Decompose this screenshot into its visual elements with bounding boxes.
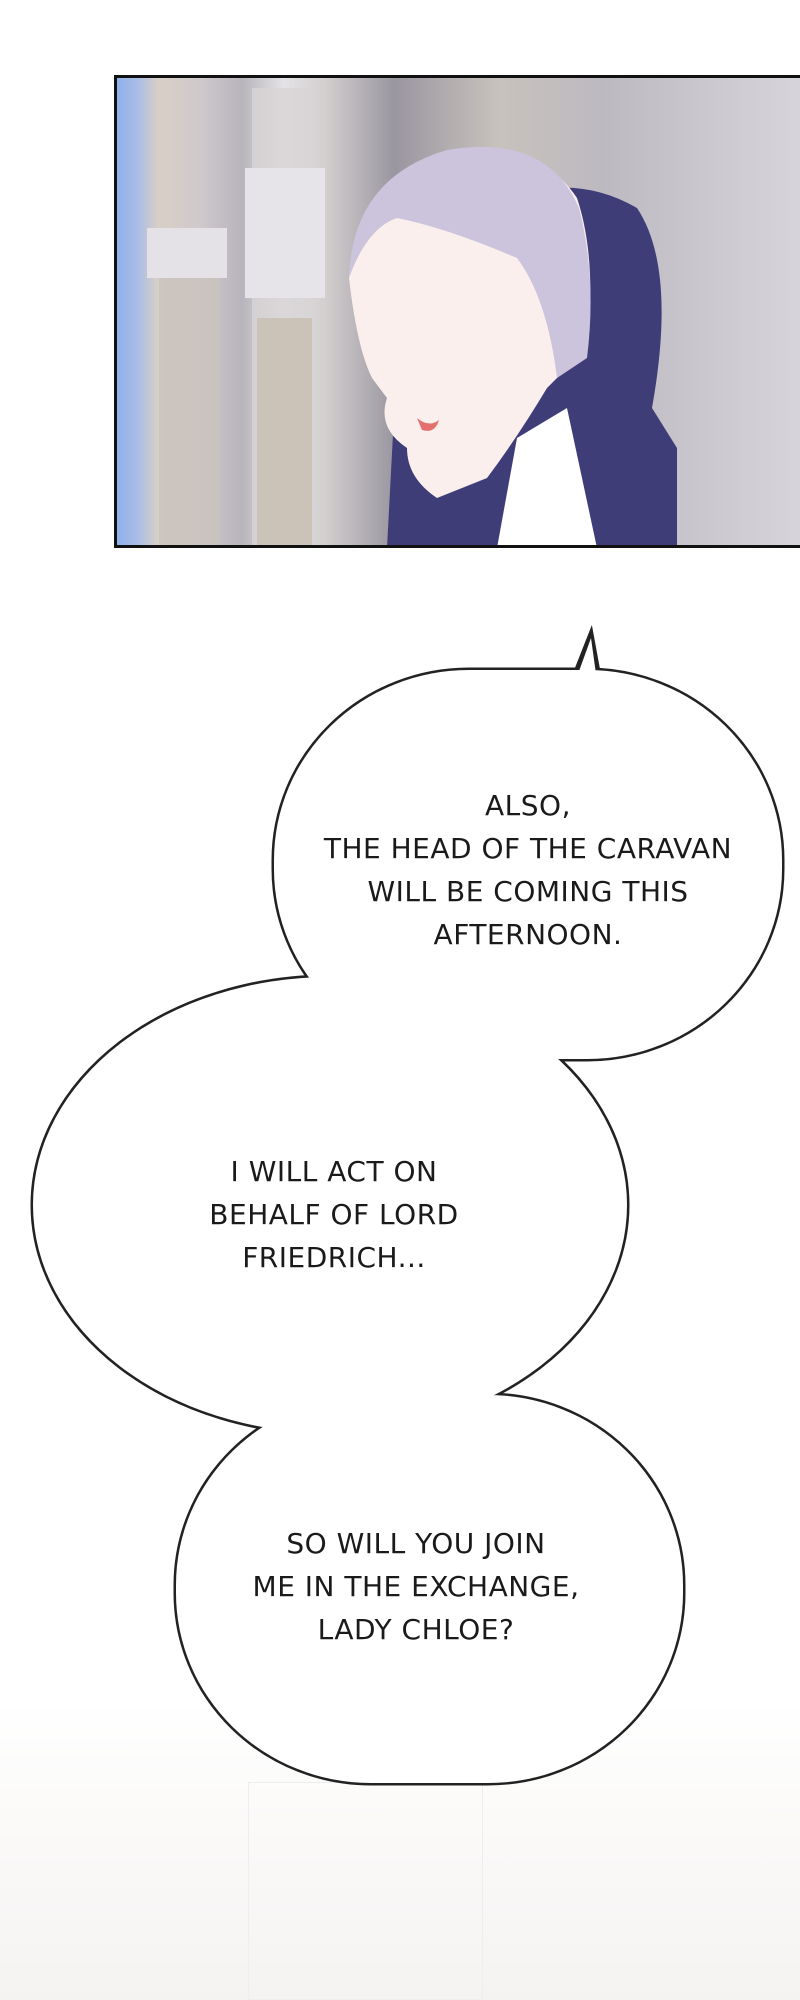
text-line: BEHALF OF LORD [209,1198,459,1231]
text-line: THE HEAD OF THE CARAVAN [323,832,733,865]
speech-bubble-3-text: SO WILL YOU JOIN ME IN THE EXCHANGE, LAD… [253,1522,580,1651]
panel-art [147,88,677,545]
text-line: SO WILL YOU JOIN [286,1527,546,1560]
text-line: ME IN THE EXCHANGE, [252,1570,580,1603]
speech-bubble-1-text: ALSO, THE HEAD OF THE CARAVAN WILL BE CO… [324,784,732,956]
text-line: AFTERNOON. [433,918,623,951]
comic-panel [114,75,800,548]
text-line: I WILL ACT ON [230,1155,438,1188]
text-line: WILL BE COMING THIS [367,875,689,908]
text-line: LADY CHLOE? [317,1613,515,1646]
text-line: ALSO, [485,789,571,822]
text-line: FRIEDRICH... [242,1241,426,1274]
speech-bubble-2-text: I WILL ACT ON BEHALF OF LORD FRIEDRICH..… [209,1150,458,1279]
